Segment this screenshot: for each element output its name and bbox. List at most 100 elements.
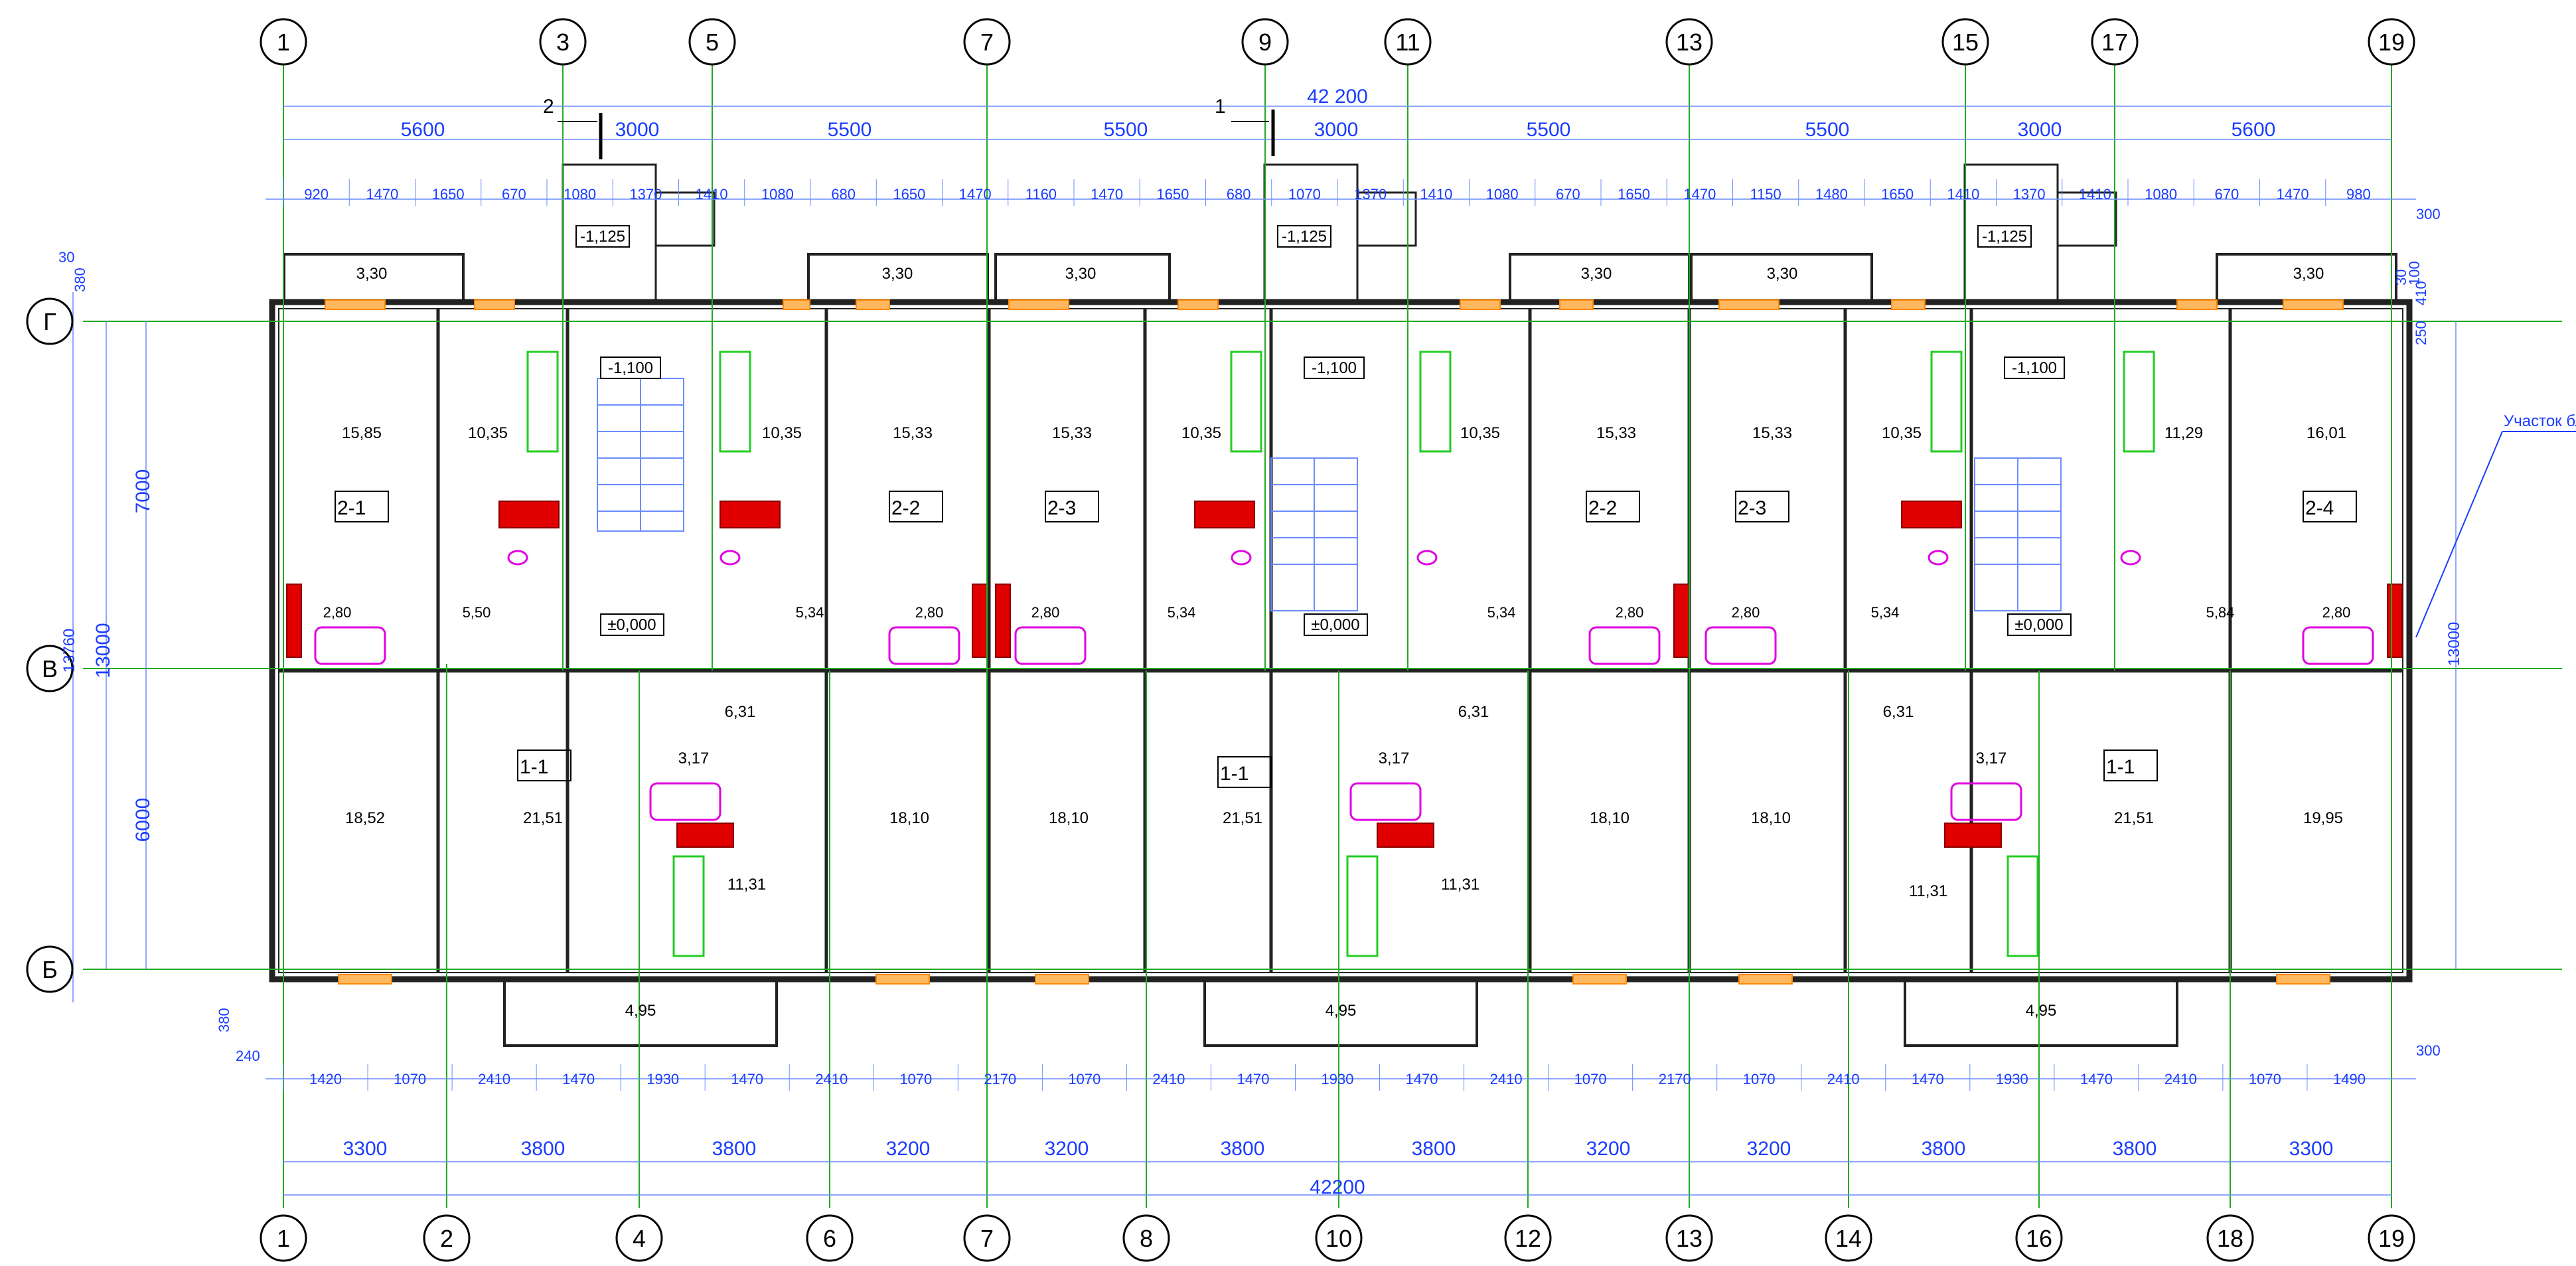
detail-dim: 1080 (564, 186, 596, 202)
right-small-dim: 30 (2393, 270, 2409, 285)
grid-axis-label: 12 (1515, 1225, 1541, 1252)
room-area: 6,31 (1458, 703, 1489, 721)
left-small-dim: 380 (216, 1008, 232, 1032)
balconies-top (283, 253, 2397, 303)
room-area: 6,31 (1883, 703, 1914, 721)
wet-room-area: 5,34 (1871, 604, 1900, 621)
grid-row-label: Б (42, 956, 58, 983)
room-area: 18,10 (1751, 809, 1791, 827)
span-dim: 3000 (615, 119, 660, 141)
detail-dim: 980 (2346, 186, 2371, 202)
left-small-dim: 30 (58, 249, 74, 266)
grid-axis-label: 5 (706, 29, 719, 56)
section-cut-marks (558, 110, 1275, 159)
detail-dim: 1470 (1406, 1071, 1438, 1087)
detail-dim: 1070 (1068, 1071, 1100, 1087)
detail-dim: 1490 (2333, 1071, 2366, 1087)
section-mark-label: 1 (1215, 96, 1226, 118)
detail-dim: 1470 (1912, 1071, 1944, 1087)
grid-axis-label: 17 (2101, 29, 2128, 56)
detail-dim: 1070 (394, 1071, 426, 1087)
room-area: 10,35 (762, 424, 802, 442)
detail-dim: 2410 (1490, 1071, 1523, 1087)
grid-row-label: В (42, 655, 58, 682)
span-dim: 3800 (712, 1138, 757, 1160)
section-mark-label: 2 (543, 96, 554, 118)
detail-dim: 680 (1227, 186, 1251, 202)
grid-axis-label: 13 (1676, 1225, 1703, 1252)
loggias-bottom (503, 978, 2178, 1047)
room-area: 16,01 (2307, 424, 2346, 442)
right-dim-total: 13000 (2445, 622, 2463, 667)
detail-dim: 2170 (984, 1071, 1016, 1087)
room-area: 10,35 (1181, 424, 1221, 442)
detail-dim: 1150 (1750, 186, 1781, 202)
left-dim-total: 13760 (60, 629, 78, 673)
grid-axis-label: 19 (2378, 29, 2405, 56)
room-area: 15,85 (342, 424, 382, 442)
wet-room-area: 5,50 (463, 604, 491, 621)
span-dim: 5500 (1805, 119, 1850, 141)
room-area: 11,29 (2164, 424, 2203, 442)
apartment-tag: 1-1 (2106, 756, 2135, 778)
detail-dim: 1070 (1288, 186, 1321, 202)
detail-dim: 1480 (1815, 186, 1848, 202)
room-area: 10,35 (1460, 424, 1500, 442)
room-area: 21,51 (1223, 809, 1262, 827)
right-small-dim: 410 (2413, 281, 2429, 305)
loggia-area: 4,95 (625, 1002, 656, 1020)
grid-axis-label: 18 (2217, 1225, 2243, 1252)
span-dim: 3800 (521, 1138, 566, 1160)
grid-axis-label: 6 (823, 1225, 836, 1252)
detail-dim: 1650 (1156, 186, 1189, 202)
span-dim: 3000 (1314, 119, 1359, 141)
grid-axis-label: 16 (2026, 1225, 2052, 1252)
detail-dim: 1470 (2277, 186, 2309, 202)
span-dim: 3000 (2018, 119, 2062, 141)
detail-dim: 2410 (1827, 1071, 1860, 1087)
grid-lines (83, 63, 2562, 1208)
detail-dim: 1410 (696, 186, 728, 202)
room-area: 18,52 (345, 809, 385, 827)
grid-axis-bubbles-bottom (260, 1214, 2415, 1262)
apartment-tag: 2-3 (1047, 497, 1076, 519)
span-dim: 3200 (1586, 1138, 1631, 1160)
detail-dim: 1370 (1354, 186, 1387, 202)
span-dim: 5500 (828, 119, 872, 141)
balcony-area: 3,30 (1065, 265, 1097, 283)
grid-row-label: Г (43, 308, 56, 335)
room-area: 18,10 (1049, 809, 1089, 827)
balcony-area: 3,30 (356, 265, 388, 283)
room-area: 3,17 (1976, 750, 2007, 767)
detail-dim: 1410 (1947, 186, 1979, 202)
detail-dim: 1930 (1322, 1071, 1354, 1087)
apartment-tag: 2-2 (891, 497, 920, 519)
grid-axis-bubbles-top (260, 18, 2415, 66)
balcony-area: 3,30 (1581, 265, 1612, 283)
grid-axis-label: 2 (440, 1225, 453, 1252)
building-walls (269, 299, 2413, 983)
wet-room-area: 5,34 (796, 604, 824, 621)
span-dim: 5500 (1527, 119, 1571, 141)
detail-dim: 1470 (959, 186, 992, 202)
floor-level: -1,100 (608, 359, 653, 377)
right-small-dim: 100 (2406, 261, 2423, 285)
span-dim: 3800 (1412, 1138, 1456, 1160)
zero-level: ±0,000 (607, 616, 656, 634)
detail-dim: 670 (1556, 186, 1580, 202)
detail-dim: 1650 (1881, 186, 1914, 202)
stair-level: -1,125 (1282, 228, 1327, 246)
grid-axis-label: 10 (1326, 1225, 1352, 1252)
room-area: 6,31 (725, 703, 756, 721)
apartment-tag: 2-2 (1588, 497, 1617, 519)
wet-room-area: 2,80 (323, 604, 352, 621)
radiators (286, 501, 2403, 848)
apartment-tag: 2-3 (1738, 497, 1766, 519)
left-dim-outer: 13000 (92, 623, 114, 678)
grid-axis-label: 1 (277, 29, 290, 56)
apartment-tag: 1-1 (520, 756, 548, 778)
detail-dim: 1470 (366, 186, 398, 202)
detail-dim: 2410 (2164, 1071, 2197, 1087)
room-area: 15,33 (1752, 424, 1792, 442)
